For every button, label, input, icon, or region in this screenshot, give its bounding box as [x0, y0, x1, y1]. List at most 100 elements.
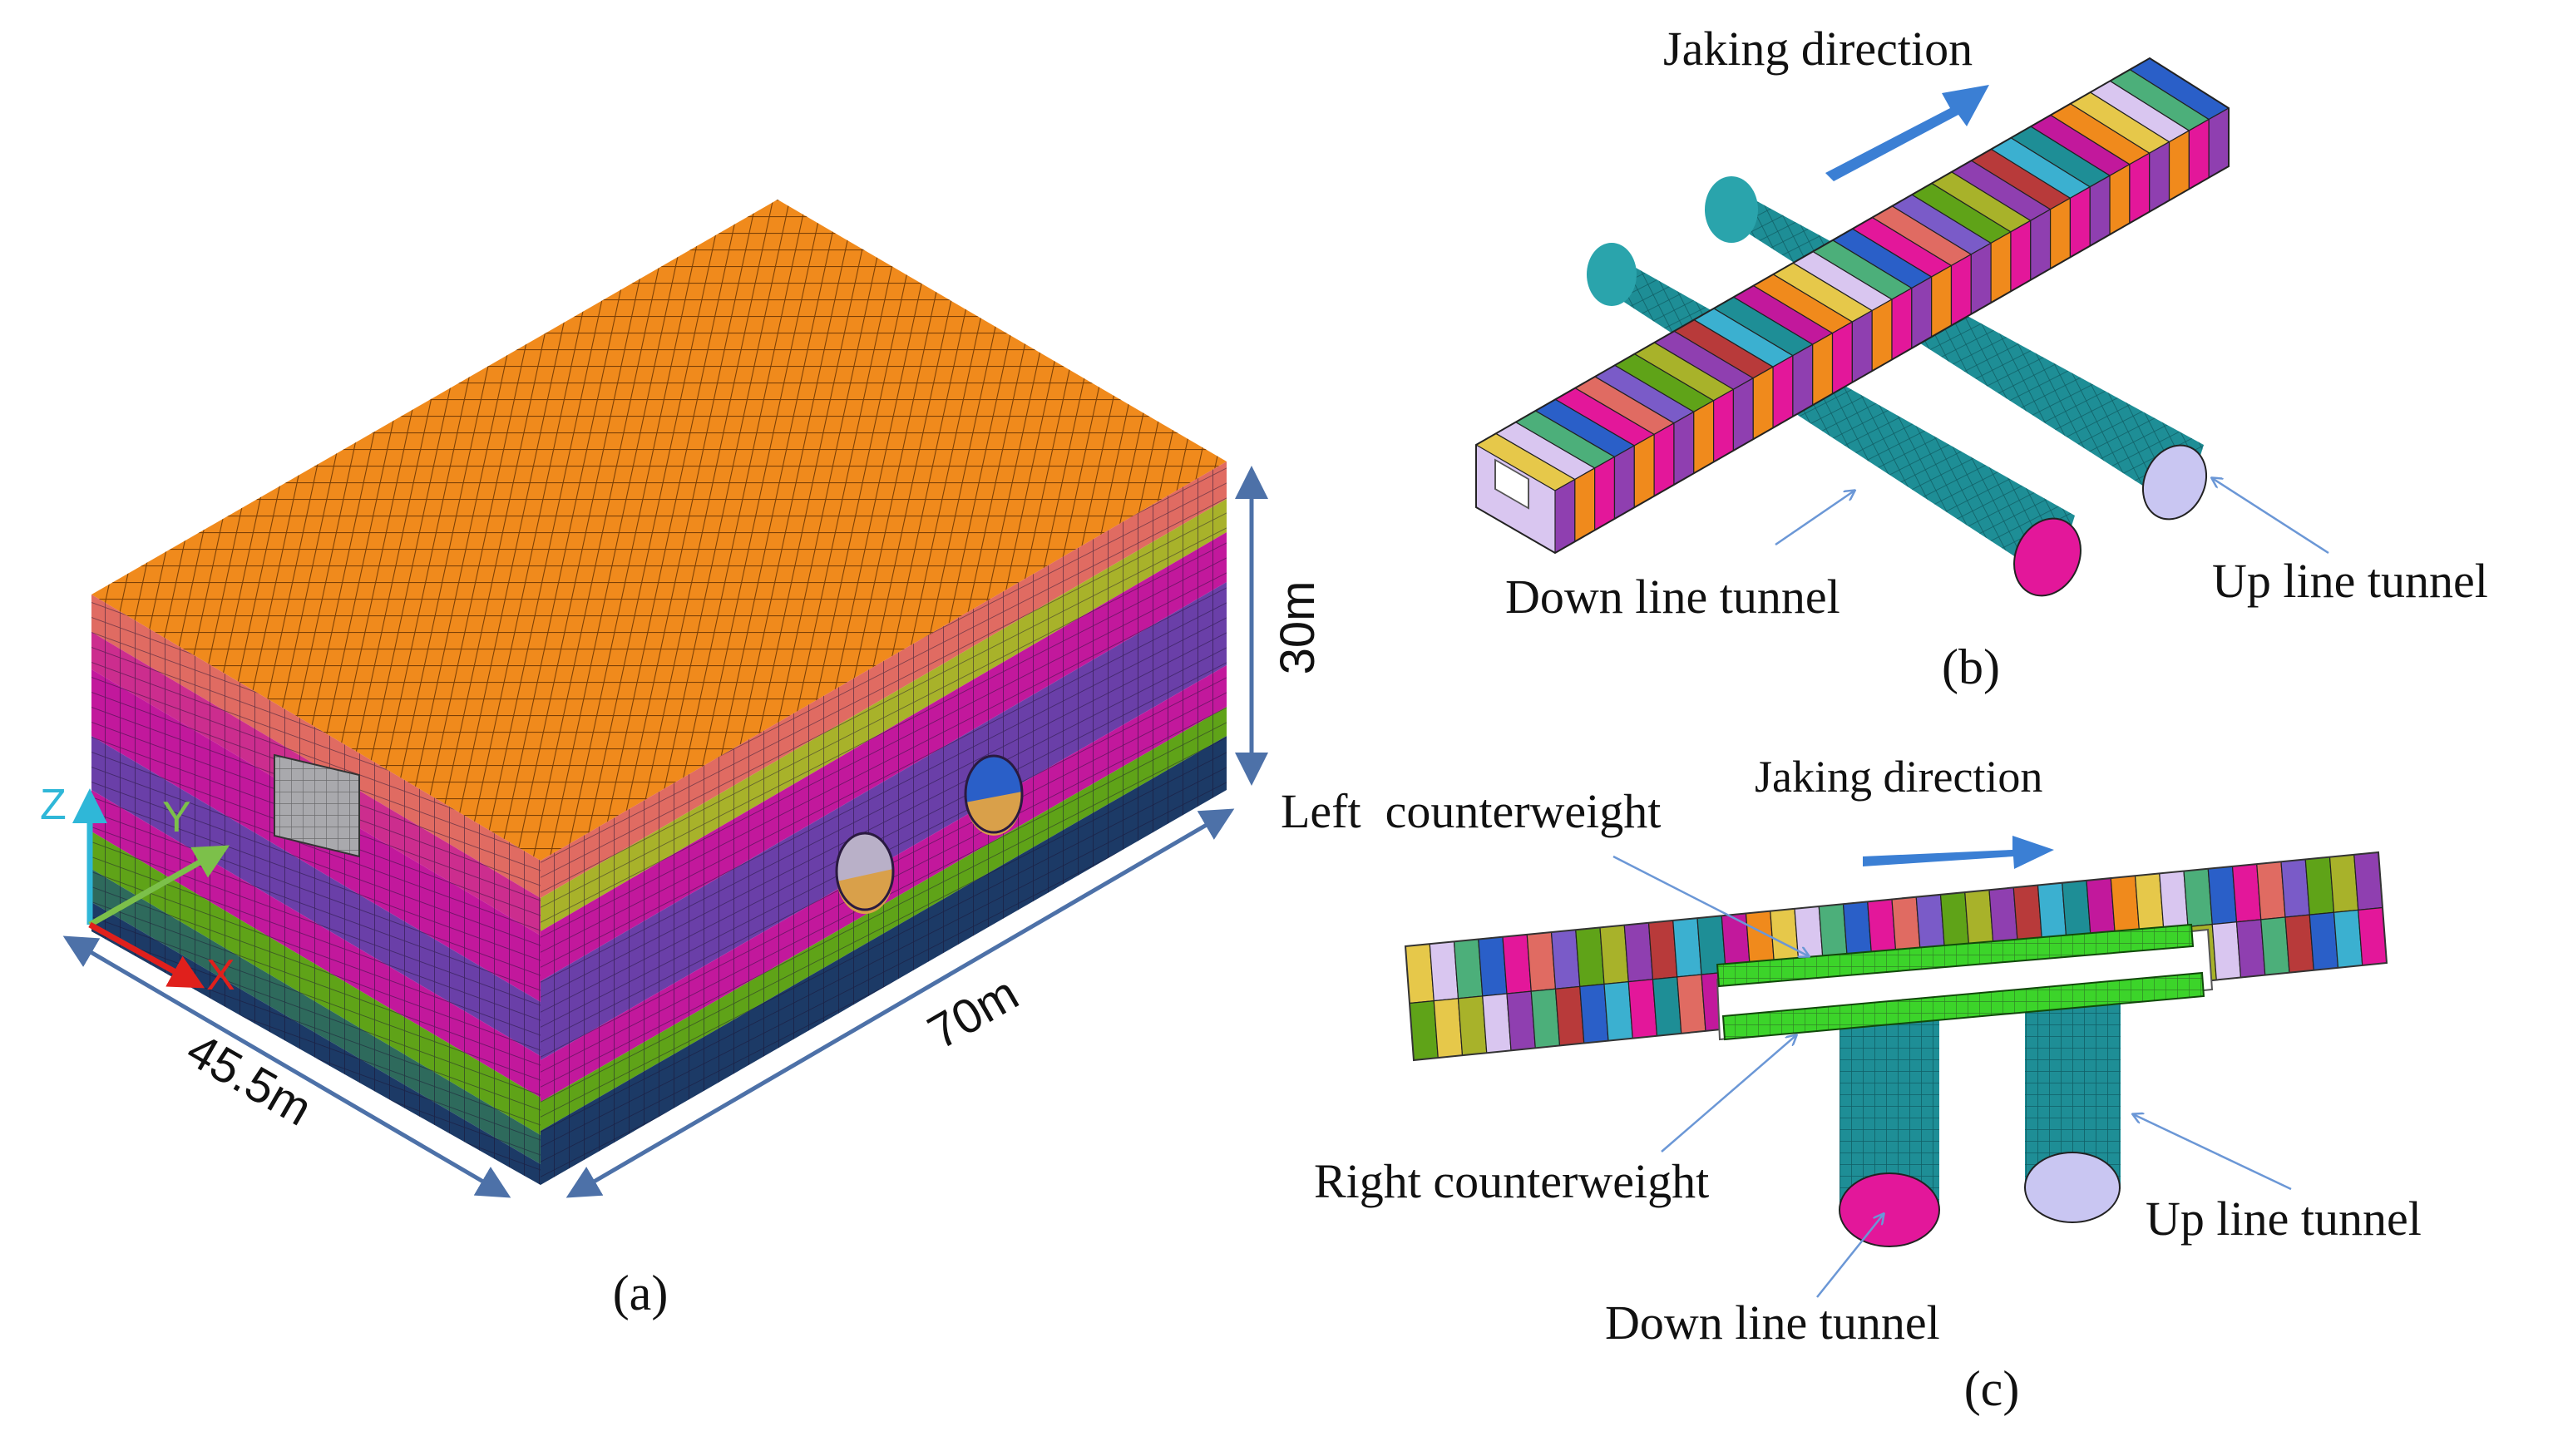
leader-left-counterweight: [1612, 855, 1809, 956]
frame-segment: [1599, 924, 1629, 985]
soil-top-mesh: [91, 200, 1227, 861]
block-arrow-icon: [1825, 85, 1989, 181]
label-jacking-direction-b: Jaking direction: [1663, 22, 1973, 76]
box-segment-side: [1990, 230, 2012, 304]
box-segment-side: [1673, 411, 1695, 486]
frame-segment: [2207, 866, 2238, 925]
frame-segment: [1554, 985, 1585, 1047]
label-left-counterweight: Left counterweight: [1281, 784, 1661, 838]
frame-segment: [2037, 882, 2067, 942]
frame-segment: [1915, 894, 1946, 954]
frame-segment: [1579, 983, 1609, 1044]
box-segment-side: [1911, 275, 1933, 349]
xyz-axes-icon: [72, 788, 230, 989]
frame-segment: [2110, 875, 2141, 935]
frame-segment: [1672, 917, 1702, 978]
box-segment-side: [1891, 287, 1913, 361]
frame-segment: [1575, 926, 1605, 988]
frame-segment: [2260, 916, 2290, 976]
panel-a-caption: (a): [613, 1266, 669, 1320]
box-segment-side: [1613, 444, 1635, 521]
box-segment-side: [1752, 366, 1774, 441]
dim-label-height: 30m: [1271, 581, 1325, 675]
left-counterweight: [1716, 923, 2195, 988]
box-segment-side: [1653, 422, 1675, 497]
box-b-outline: [1475, 57, 2230, 555]
box-segment-side: [1812, 332, 1834, 407]
frame-segment: [2333, 909, 2363, 969]
panel-c-caption: (c): [1964, 1361, 2020, 1416]
leader-down-line-c: [1816, 1214, 1884, 1298]
box-segment-side: [1732, 377, 1754, 452]
frame-segment: [2183, 868, 2213, 928]
frame-segment: [2256, 861, 2286, 920]
frame-segment: [1627, 979, 1658, 1039]
dim-arrow-width: [62, 935, 511, 1198]
frame-segment: [1429, 940, 1459, 1002]
box-segment-side: [1931, 264, 1953, 338]
axis-label-z: Z: [40, 781, 67, 829]
leader-right-counterweight: [1661, 1035, 1796, 1152]
leader-down-line-b: [1775, 491, 1854, 546]
box-segment-side: [1554, 478, 1576, 555]
box-segment-side: [1871, 298, 1893, 373]
box-segment-side: [1792, 343, 1814, 417]
box-segment-side: [1712, 388, 1735, 463]
panel-a-soil-model: 30m 70m 45.5m Z Y X (a): [40, 200, 1325, 1320]
frame-segment: [2086, 877, 2116, 937]
frame-segment: [1867, 898, 1897, 959]
label-up-line-c: Up line tunnel: [2146, 1192, 2422, 1246]
frame-segment: [2235, 919, 2266, 979]
frame-segment: [1526, 931, 1557, 992]
frame-segment: [1988, 886, 2018, 947]
frame-segment: [1939, 891, 1970, 951]
frame-segment: [1453, 938, 1484, 999]
frame-segment: [2159, 870, 2189, 930]
pipe-jacking-box-opening: [274, 753, 360, 858]
frame-segment: [1502, 934, 1532, 995]
frame-segment: [2211, 921, 2242, 981]
block-arrow-icon: [1863, 836, 2054, 869]
box-segment-side: [1851, 309, 1873, 383]
axis-label-x: X: [206, 951, 235, 999]
frame-segment: [1964, 889, 1994, 950]
box-segment-side: [1594, 456, 1616, 531]
dim-label-length: 70m: [919, 966, 1027, 1060]
tunnel-opening-up-line: [964, 754, 1024, 836]
leader-up-line-b: [2212, 478, 2329, 555]
frame-segment: [2134, 872, 2165, 932]
frame-segment: [1652, 976, 1682, 1037]
panel-b-jacking-box-and-tunnels: Jaking direction Down line tunnel Up lin…: [1474, 22, 2488, 694]
frame-segment: [1506, 990, 1536, 1051]
frame-segment: [2304, 856, 2335, 916]
frame-segment: [2328, 854, 2359, 913]
frame-segment: [1647, 920, 1678, 980]
label-jacking-direction-c: Jaking direction: [1755, 752, 2042, 802]
frame-segment: [2062, 880, 2091, 940]
box-segment-side: [1574, 466, 1596, 543]
frame-segment: [1482, 993, 1512, 1054]
axis-label-y: Y: [162, 793, 191, 842]
label-down-line-b: Down line tunnel: [1505, 570, 1840, 624]
frame-segment: [1623, 922, 1654, 983]
panel-b-caption: (b): [1942, 639, 2000, 694]
frame-segment: [2284, 914, 2314, 974]
frame-segment: [1478, 936, 1508, 997]
panel-c-counterweights: Jaking direction Left counterweight Righ…: [1281, 752, 2422, 1416]
box-segment-side: [1950, 253, 1972, 327]
frame-segment: [2231, 863, 2262, 923]
frame-segment: [1530, 988, 1561, 1049]
box-segment-side: [1831, 321, 1853, 395]
label-right-counterweight: Right counterweight: [1314, 1154, 1709, 1208]
box-segment-side: [1693, 399, 1715, 475]
frame-segment: [1891, 896, 1921, 956]
label-up-line-b: Up line tunnel: [2212, 554, 2488, 608]
frame-segment: [1433, 998, 1464, 1059]
box-segment-side: [1633, 433, 1655, 509]
frame-segment: [1550, 929, 1581, 990]
right-counterweight: [1721, 971, 2205, 1041]
frame-segment: [2309, 911, 2339, 971]
leader-up-line-c: [2133, 1114, 2292, 1191]
